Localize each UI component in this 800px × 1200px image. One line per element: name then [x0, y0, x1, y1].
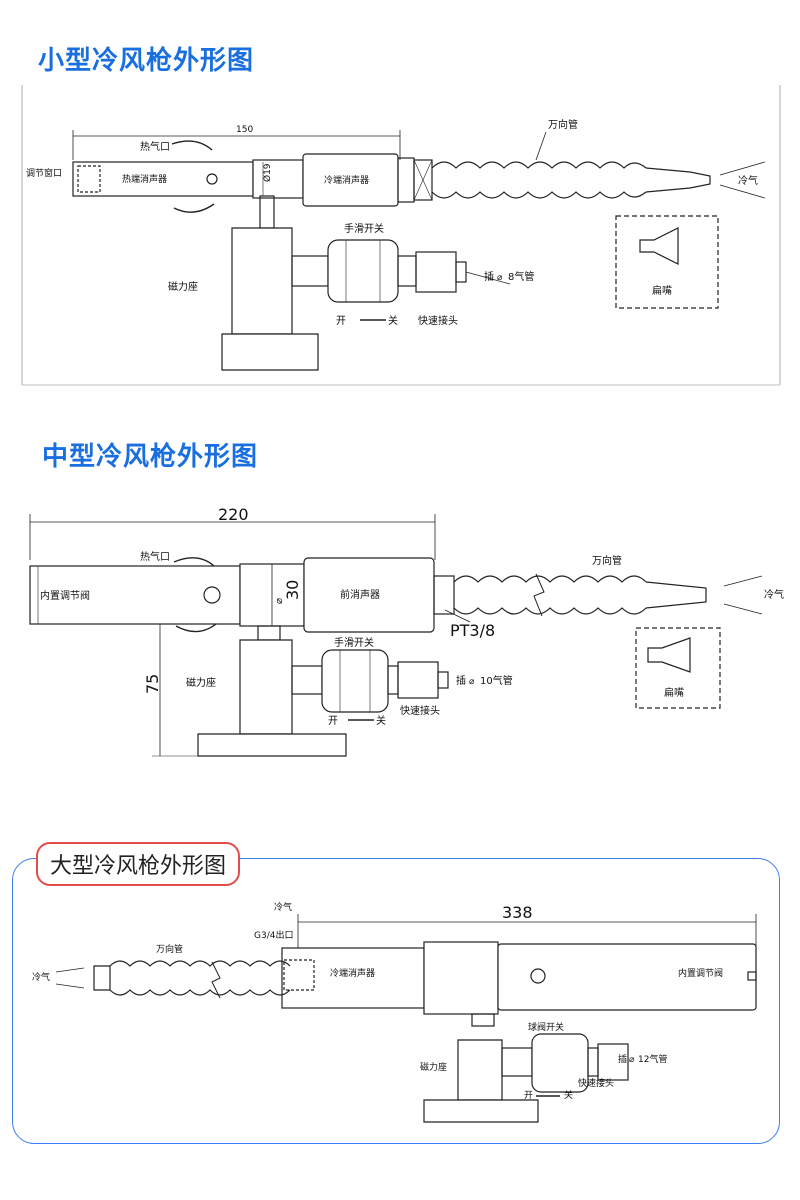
universal-tube-label: 万向管	[548, 118, 578, 131]
inner-valve-label: 内置调节阀	[678, 967, 723, 979]
hot-air-label: 热气口	[140, 550, 170, 563]
quick-joint-label: 快速接头	[418, 314, 458, 327]
hot-air-arrow-top-icon	[171, 140, 213, 151]
hot-air-arrow-top-icon	[173, 557, 215, 567]
hot-muffler-label: 热端消声器	[122, 173, 167, 185]
magnet-base-label: 磁力座	[420, 1061, 447, 1073]
hot-air-arrow-bottom-icon	[175, 623, 217, 633]
open-label: 开	[524, 1090, 533, 1101]
hand-switch-label: 手滑开关	[344, 222, 384, 235]
hand-switch-label: 球阀开关	[528, 1021, 564, 1033]
section-3-title: 大型冷风枪外形图	[36, 842, 241, 886]
plug-label: 插	[484, 270, 494, 283]
open-label: 开	[336, 316, 346, 327]
adjust-window-label: 调节窗口	[26, 167, 62, 179]
inner-valve-label: 内置调节阀	[40, 589, 90, 602]
small-gun-diagram: 150 热气口 调节窗口 热端消声器 Ø19 冷端消声器 万向管 冷气 手滑开关…	[21, 85, 781, 386]
thread-label: PT3/8	[450, 621, 495, 640]
magnet-base-label: 磁力座	[186, 676, 216, 689]
front-muffler-label: 前消声器	[340, 588, 380, 601]
plug-size-label: 10气管	[480, 674, 513, 687]
hand-switch-label: 手滑开关	[334, 636, 374, 649]
cold-air-top-label: 冷气	[274, 901, 292, 913]
large-gun-frame	[12, 858, 780, 1144]
cold-air-label: 冷气	[764, 588, 784, 601]
magnet-base-label: 磁力座	[168, 280, 198, 293]
section-2-title: 中型冷风枪外形图	[42, 442, 259, 472]
cold-muffler-label: 冷端消声器	[324, 174, 369, 186]
quick-joint-label: 快速接头	[400, 704, 440, 717]
dim-dia-label: 30	[283, 580, 302, 600]
dim-length-label: 220	[218, 505, 249, 524]
flat-nozzle-label: 扁嘴	[652, 284, 672, 297]
close-label: 关	[388, 314, 398, 327]
close-label: 关	[376, 714, 386, 727]
dim-length-label: 338	[502, 903, 533, 922]
plug-size-label: 8气管	[508, 270, 534, 283]
dia-symbol-plug: ⌀	[469, 677, 475, 687]
open-label: 开	[328, 716, 338, 727]
hot-air-arrow-bottom-icon	[173, 203, 215, 213]
quick-joint-label: 快速接头	[578, 1077, 614, 1089]
hot-air-label: 热气口	[140, 140, 170, 153]
large-gun-diagram: 338 冷气 G3/4出口 冷端消声器 内置调节阀 万向管 冷气 球阀开关 插 …	[32, 901, 757, 1123]
cold-air-label: 冷气	[738, 174, 758, 187]
cold-muffler-label: 冷端消声器	[330, 967, 375, 979]
close-label: 关	[564, 1089, 573, 1101]
dim-dia-label: Ø19	[262, 163, 273, 182]
plug-label: 插	[618, 1053, 627, 1065]
flat-nozzle-label: 扁嘴	[664, 686, 684, 699]
dia-symbol: ⌀	[497, 273, 503, 283]
section-1-title: 小型冷风枪外形图	[38, 46, 255, 76]
dia-symbol: ⌀	[274, 598, 285, 604]
cold-air-label: 冷气	[32, 971, 50, 983]
universal-tube-label: 万向管	[156, 943, 183, 955]
dim-length-label: 150	[236, 125, 253, 135]
dia-symbol: ⌀	[629, 1055, 635, 1065]
outlet-label: G3/4出口	[254, 929, 293, 941]
dim-height-label: 75	[143, 674, 162, 694]
plug-size-label: 12气管	[638, 1053, 667, 1065]
plug-label: 插	[456, 674, 466, 687]
medium-gun-diagram: 220 热气口 内置调节阀 30 ⌀ 前消声器 万向管 冷气 PT3/8 手滑开…	[29, 505, 784, 757]
universal-tube-label: 万向管	[592, 554, 622, 567]
